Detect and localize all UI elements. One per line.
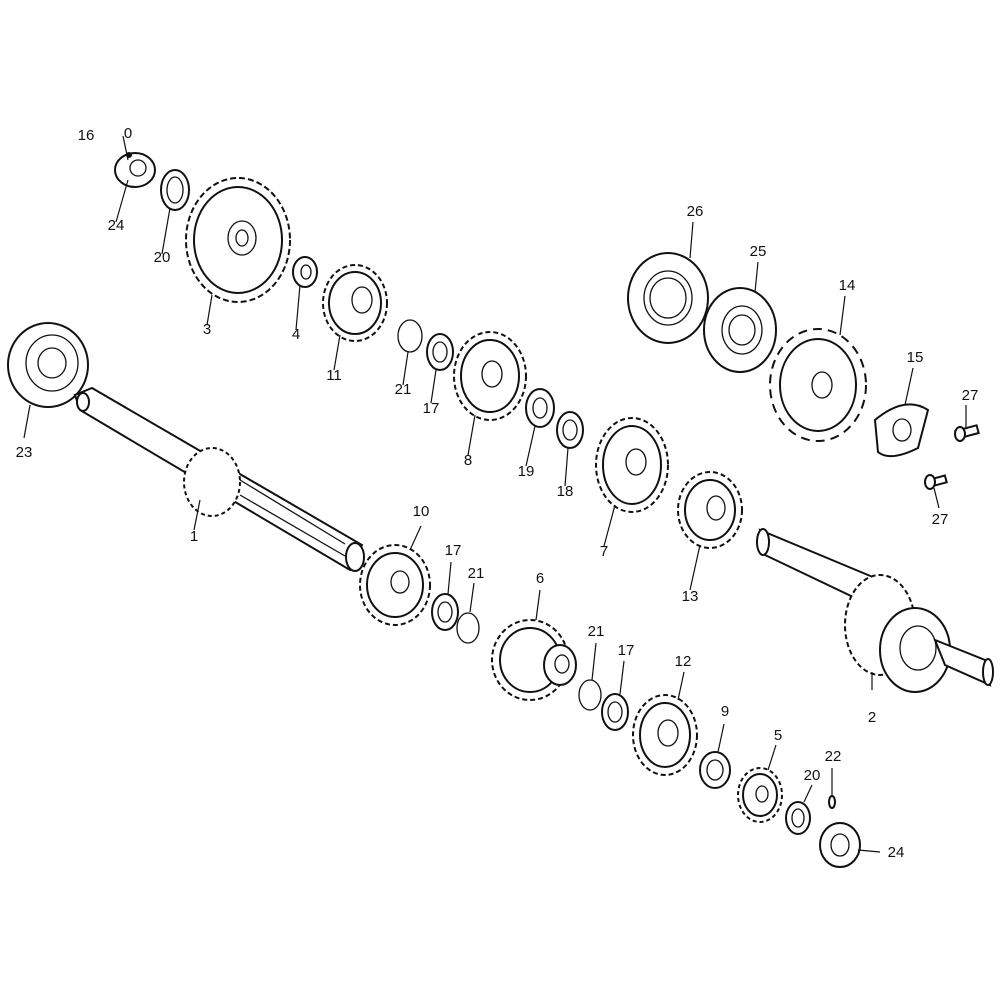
callout-24-upper: 24 [108, 217, 125, 234]
part-10-gear [359, 544, 431, 626]
part-17-washer-lower-right [601, 693, 629, 731]
callout-27-lower: 27 [932, 511, 949, 528]
part-17-washer-lower-left [431, 593, 459, 631]
callout-19: 19 [518, 463, 535, 480]
callout-16-pin-marker: 0 [124, 125, 132, 142]
part-7-gear [595, 417, 669, 513]
callout-26: 26 [687, 203, 704, 220]
callout-1: 1 [190, 528, 198, 545]
callout-17-lower-right: 17 [618, 642, 635, 659]
callout-13: 13 [682, 588, 699, 605]
callout-18: 18 [557, 483, 574, 500]
callout-12: 12 [675, 653, 692, 670]
part-14-drive-sprocket [769, 328, 867, 442]
callout-2: 2 [868, 709, 876, 726]
part-18-washer [556, 411, 584, 449]
callout-24-lower: 24 [888, 844, 905, 861]
part-6-gear [491, 619, 577, 701]
callout-23: 23 [16, 444, 33, 461]
callout-9: 9 [721, 703, 729, 720]
part-22-pin [828, 795, 836, 809]
callout-25: 25 [750, 243, 767, 260]
callout-8: 8 [464, 452, 472, 469]
part-25-bearing [703, 287, 777, 373]
part-20-washer-lower [785, 801, 811, 835]
part-11-gear [322, 264, 388, 342]
part-9-needle-bearing [699, 751, 731, 789]
part-27-bolt-upper [954, 424, 980, 442]
callout-21-upper: 21 [395, 381, 412, 398]
callout-20-lower: 20 [804, 767, 821, 784]
callout-21-lower-right: 21 [588, 623, 605, 640]
callout-22: 22 [825, 748, 842, 765]
part-8-gear [453, 331, 527, 421]
callout-27-upper: 27 [962, 387, 979, 404]
part-19-washer [525, 388, 555, 428]
callout-21-lower-left: 21 [468, 565, 485, 582]
callout-20-upper: 20 [154, 249, 171, 266]
callout-11: 11 [326, 367, 342, 384]
part-23-bearing [7, 322, 89, 408]
callout-17-upper: 17 [423, 400, 440, 417]
leader-lines [23, 135, 967, 853]
part-5-gear [737, 767, 783, 823]
callout-17-lower-left: 17 [445, 542, 462, 559]
callout-15: 15 [907, 349, 924, 366]
part-27-bolt-lower [924, 474, 948, 490]
part-1-mainshaft [73, 386, 365, 572]
part-3-large-gear [185, 177, 291, 303]
callout-6: 6 [536, 570, 544, 587]
part-13-gear [677, 471, 743, 549]
part-21-circlip-upper [397, 319, 423, 353]
part-24-bush-lower [819, 822, 861, 868]
part-17-washer-upper [426, 333, 454, 371]
callout-labels: 16 0 24 20 3 4 11 21 17 8 19 18 7 13 26 … [16, 125, 979, 861]
part-4-collar [292, 256, 318, 288]
callout-10: 10 [413, 503, 430, 520]
callout-7: 7 [600, 543, 608, 560]
part-12-gear [632, 694, 698, 776]
callout-3: 3 [203, 321, 211, 338]
part-24-bush-upper [114, 152, 156, 188]
callout-5: 5 [774, 727, 782, 744]
part-21-circlip-lower-right [578, 679, 602, 711]
part-26-oil-seal [627, 252, 709, 344]
part-15-fixing-plate [873, 403, 930, 458]
part-2-countershaft [756, 528, 994, 693]
callout-14: 14 [839, 277, 856, 294]
part-21-circlip-lower-left [456, 612, 480, 644]
callout-4: 4 [292, 326, 300, 343]
callout-16: 16 [78, 127, 95, 144]
part-20-washer-upper [160, 169, 190, 211]
